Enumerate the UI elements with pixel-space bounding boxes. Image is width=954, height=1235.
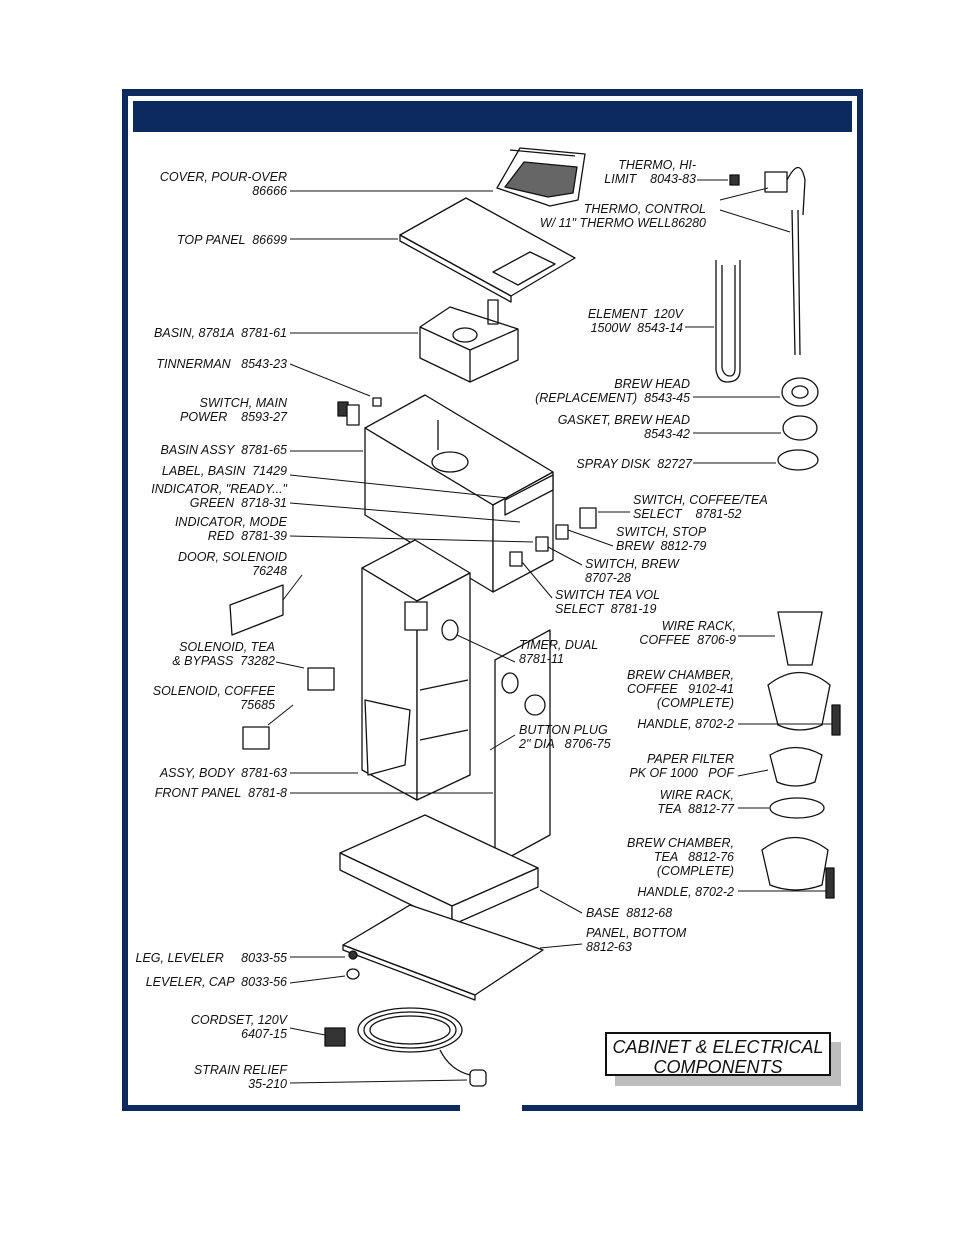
label-leveler-cap: LEVELER, CAP 8033-56 (145, 975, 287, 989)
assy-body-drawing (361, 539, 471, 801)
element-drawing (715, 260, 741, 383)
switch-main-power-drawing (337, 401, 360, 426)
label-wire-rack-tea: WIRE RACK,TEA 8812-77 (657, 788, 734, 816)
front-panel-drawing (494, 629, 551, 866)
leader-lines (267, 179, 832, 1084)
thermo-hi-limit-drawing (729, 174, 740, 186)
solenoid-coffee-drawing (242, 726, 270, 750)
handle-2-drawing (825, 867, 835, 899)
brew-head-drawing (781, 377, 819, 407)
paper-filter-drawing (769, 746, 823, 787)
solenoid-tea-drawing (307, 667, 335, 691)
wire-rack-coffee-drawing (777, 611, 823, 666)
leveler-cap-drawing (346, 968, 360, 980)
thermo-control-drawing (764, 166, 806, 356)
handle-1-drawing (831, 704, 841, 736)
label-front-panel: FRONT PANEL 8781-8 (154, 786, 287, 800)
base-drawing (339, 814, 539, 926)
label-handle-2: HANDLE, 8702-2 (637, 885, 734, 899)
label-brew-chamber-tea: BREW CHAMBER,TEA 8812-76(COMPLETE) (627, 836, 734, 878)
label-handle-1: HANDLE, 8702-2 (637, 717, 734, 731)
label-basin: BASIN, 8781A 8781-61 (154, 326, 287, 340)
basin-assy-drawing (364, 394, 554, 593)
basin-drawing (419, 299, 519, 383)
cover-pour-over-drawing (496, 147, 586, 207)
strain-relief-drawing (469, 1069, 487, 1087)
section-title-line-1: CABINET & ELECTRICAL (612, 1037, 824, 1057)
cordset-drawing (324, 1007, 471, 1076)
label-brew-chamber-coffee: BREW CHAMBER,COFFEE 9102-41(COMPLETE) (627, 668, 734, 710)
button-plug-drawing (524, 694, 546, 716)
spray-disk-drawing (777, 449, 819, 471)
label-assy-body: ASSY, BODY 8781-63 (159, 766, 287, 780)
wire-rack-tea-drawing (769, 797, 825, 819)
label-leg-leveler: LEG, LEVELER 8033-55 (135, 951, 287, 965)
label-solenoid-tea-bypass: SOLENOID, TEA& BYPASS 73282 (172, 640, 275, 668)
label-indicator-ready: INDICATOR, "READY..."GREEN 8718-31 (151, 482, 287, 510)
page-frame (122, 89, 863, 1111)
tinnerman-drawing (372, 397, 382, 407)
section-title-line-2: COMPONENTS (653, 1057, 783, 1077)
label-spray-disk: SPRAY DISK 82727 (576, 457, 692, 471)
label-base: BASE 8812-68 (586, 906, 673, 920)
leg-leveler-drawing (348, 950, 358, 960)
label-tinnerman: TINNERMAN 8543-23 (156, 357, 287, 371)
gasket-drawing (782, 415, 818, 441)
label-brew-head: BREW HEAD(REPLACEMENT) 8543-45 (535, 377, 690, 405)
door-solenoid-drawing (229, 584, 284, 636)
label-basin-assy: BASIN ASSY 8781-65 (160, 443, 287, 457)
brew-chamber-tea-drawing (761, 837, 829, 891)
label-top-panel: TOP PANEL 86699 (176, 233, 287, 247)
label-thermo-hi-limit: THERMO, HI-LIMIT 8043-83 (604, 158, 696, 186)
panel-bottom-drawing (342, 904, 544, 1001)
label-wire-rack-coffee: WIRE RACK,COFFEE 8706-9 (639, 619, 736, 647)
brew-chamber-coffee-drawing (767, 672, 831, 731)
label-label-basin: LABEL, BASIN 71429 (161, 464, 287, 478)
section-title-box: CABINET & ELECTRICAL COMPONENTS (605, 1032, 831, 1077)
top-panel-drawing (399, 197, 576, 303)
